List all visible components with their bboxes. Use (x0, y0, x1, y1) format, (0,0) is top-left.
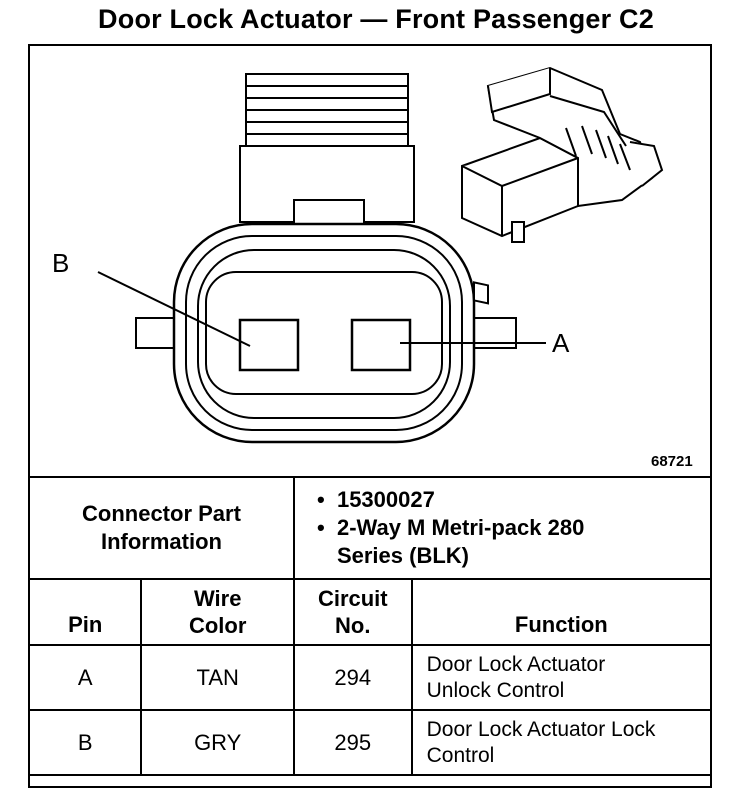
connector-info-label: Connector Part Information (28, 476, 295, 580)
header-circuit-no: Circuit No. (292, 578, 413, 646)
table-header-row: Pin Wire Color Circuit No. Function (27, 578, 713, 646)
connector-info-items: 15300027 2-Way M Metri-pack 280 Series (… (292, 476, 713, 580)
row-b-pin: B (27, 709, 143, 776)
row-b-wire-color: GRY (140, 709, 295, 776)
pin-b-leader (97, 271, 251, 347)
header-wire-color: Wire Color (140, 578, 295, 646)
table-row: B GRY 295 Door Lock Actuator Lock Contro… (27, 709, 713, 776)
pin-b-label: B (52, 248, 70, 278)
connector-description: 2-Way M Metri-pack 280 Series (BLK) (317, 514, 597, 570)
row-a-circuit-no: 294 (292, 644, 413, 711)
table-row: A TAN 294 Door Lock Actuator Unlock Cont… (27, 644, 713, 711)
connector-table: Connector Part Information 15300027 2-Wa… (27, 476, 713, 776)
pin-a-cavity (350, 318, 412, 372)
connector-diagram (97, 66, 664, 444)
figure-number: 68721 (651, 453, 693, 470)
row-a-wire-color: TAN (140, 644, 295, 711)
connector-latch (239, 73, 415, 225)
diagram-frame (28, 44, 712, 788)
header-function: Function (410, 578, 713, 646)
pin-a-label: A (552, 328, 570, 358)
connector-part-number: 15300027 (317, 486, 710, 514)
row-a-function: Door Lock Actuator Unlock Control (410, 644, 713, 711)
page-title: Door Lock Actuator — Front Passenger C2 (98, 4, 654, 34)
row-b-function: Door Lock Actuator Lock Control (410, 709, 713, 776)
row-b-circuit-no: 295 (292, 709, 413, 776)
header-pin: Pin (27, 578, 143, 646)
connector-body (172, 222, 476, 444)
connector-iso-view (461, 66, 664, 305)
connector-left-tab (135, 317, 181, 349)
row-a-pin: A (27, 644, 143, 711)
connector-info-row: Connector Part Information 15300027 2-Wa… (28, 476, 713, 580)
